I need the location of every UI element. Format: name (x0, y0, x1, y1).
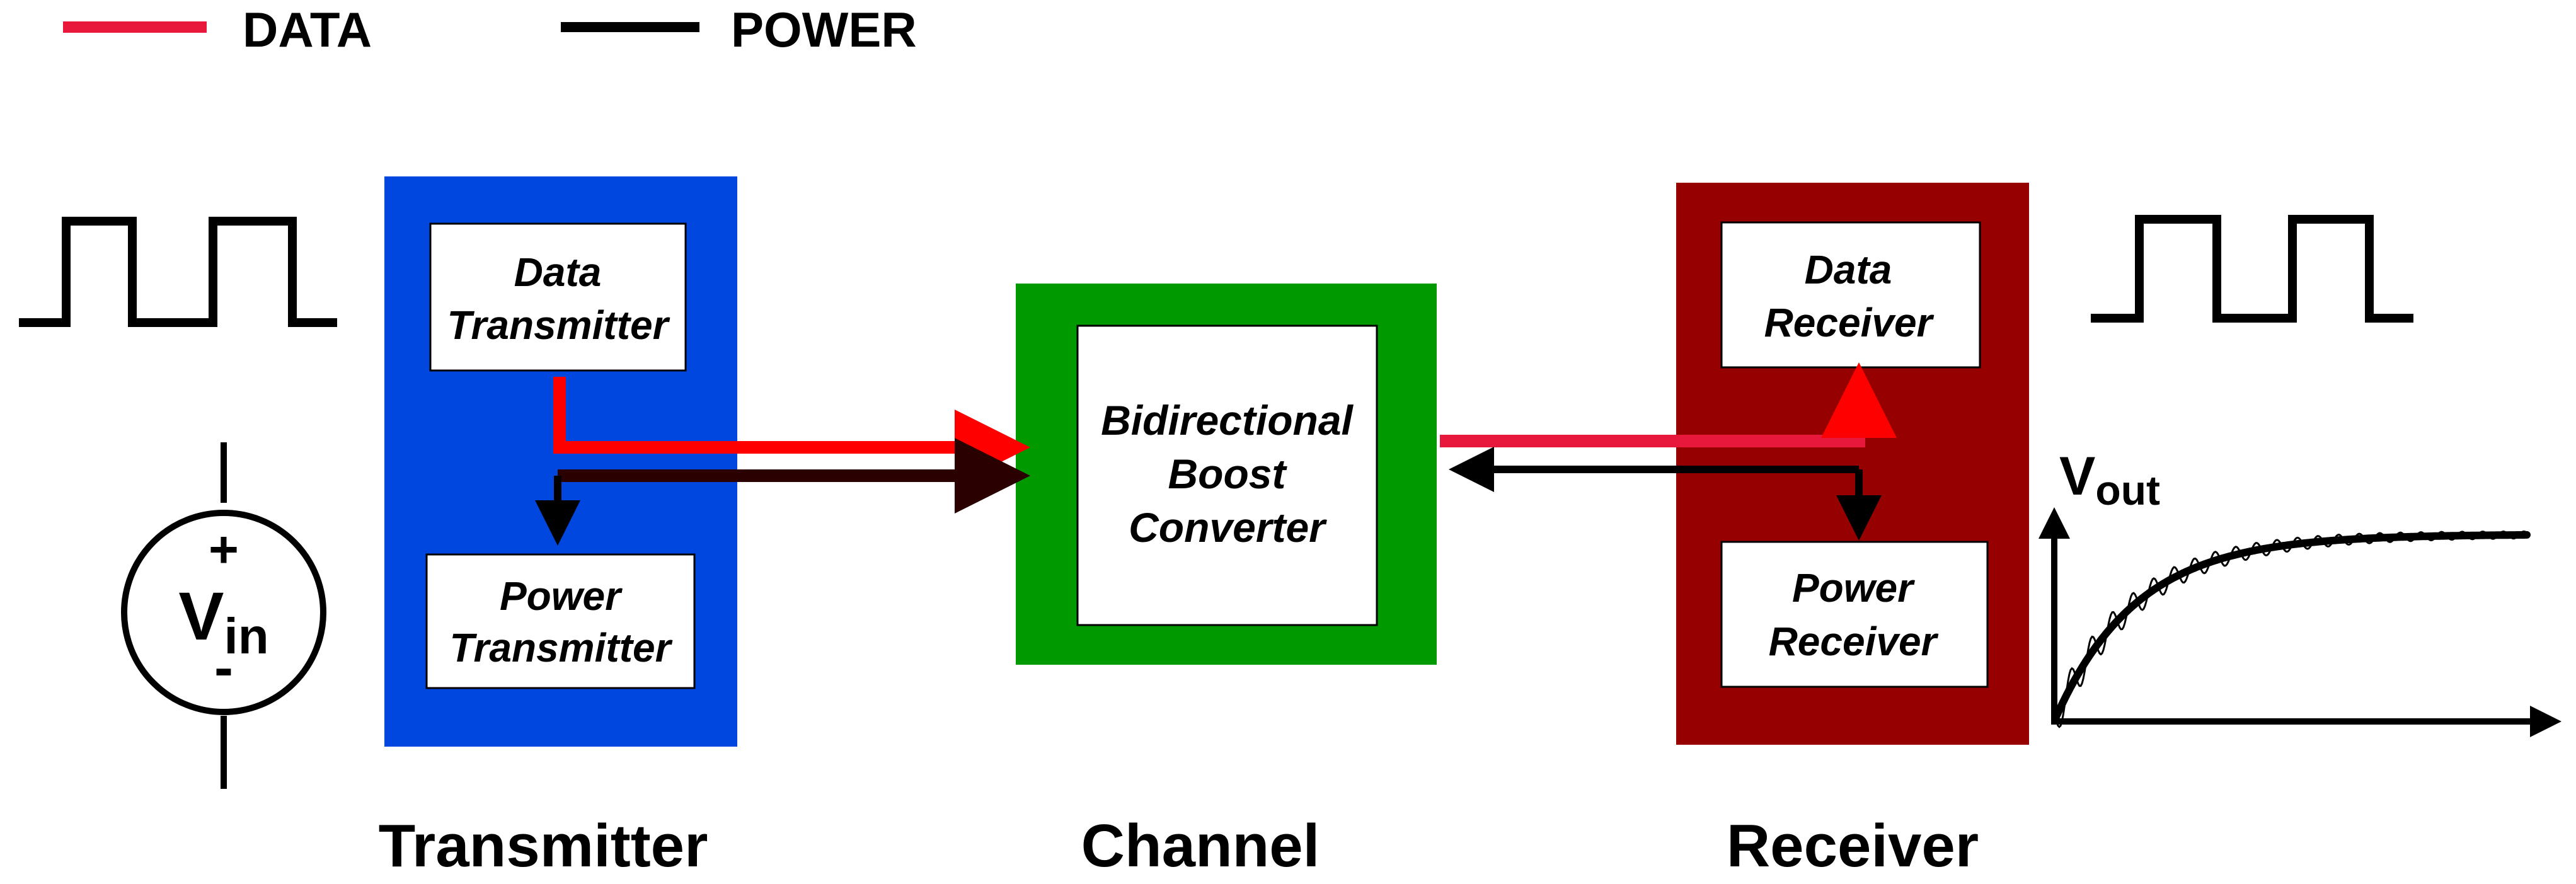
vout-ripple-curve (2054, 530, 2527, 728)
legend-power-label: POWER (731, 2, 917, 57)
input-square-wave (19, 217, 337, 327)
power-receiver-label-line1: Power (1792, 565, 1915, 611)
channel-section-label: Channel (1081, 812, 1320, 880)
power-transmitter-label-line1: Power (500, 573, 623, 619)
receiver-section-label: Receiver (1727, 812, 1979, 880)
source-label: Vin (178, 578, 268, 664)
power-receiver-box (1720, 541, 1989, 688)
source-label-sub: in (224, 608, 268, 664)
boost-converter-label-line3: Converter (1129, 504, 1327, 551)
data-transmitter-label-line1: Data (514, 250, 602, 295)
data-transmitter-label-line2: Transmitter (447, 302, 670, 348)
output-square-wave (2091, 215, 2413, 323)
source-circle-icon (121, 510, 326, 715)
source-plus-sign: + (209, 521, 239, 578)
legend-data-label: DATA (243, 2, 372, 57)
vout-average-curve (2052, 531, 2531, 722)
power-transmitter-box (425, 553, 696, 689)
voltage-source: + Vin - (121, 442, 326, 789)
data-receiver-box (1720, 221, 1981, 369)
data-receiver-label-line2: Receiver (1764, 300, 1935, 345)
legend: DATA POWER (63, 2, 917, 57)
boost-converter-label-line1: Bidirectional (1101, 397, 1354, 444)
power-transmitter-label-line2: Transmitter (450, 625, 673, 670)
boost-converter-label-line2: Boost (1168, 451, 1288, 497)
source-minus-sign: - (214, 636, 233, 699)
transmitter-section-label: Transmitter (379, 812, 708, 880)
channel-block: Bidirectional Boost Converter (1016, 284, 1437, 665)
vout-label-v: V (2059, 446, 2095, 507)
vout-label: Vout (2059, 446, 2160, 514)
source-label-v: V (178, 578, 224, 654)
data-transmitter-box (429, 222, 687, 372)
receiver-block: Data Receiver Power Receiver (1676, 183, 2029, 745)
rx-data-line (1440, 362, 1897, 447)
boost-converter-box (1076, 324, 1378, 626)
vout-plot: Vout (2038, 446, 2562, 737)
power-receiver-label-line2: Receiver (1769, 619, 1939, 664)
tx-data-line (553, 377, 1030, 485)
data-receiver-label-line1: Data (1805, 247, 1892, 292)
vout-label-sub: out (2095, 467, 2160, 514)
transmitter-block: Data Transmitter Power Transmitter (384, 176, 737, 747)
